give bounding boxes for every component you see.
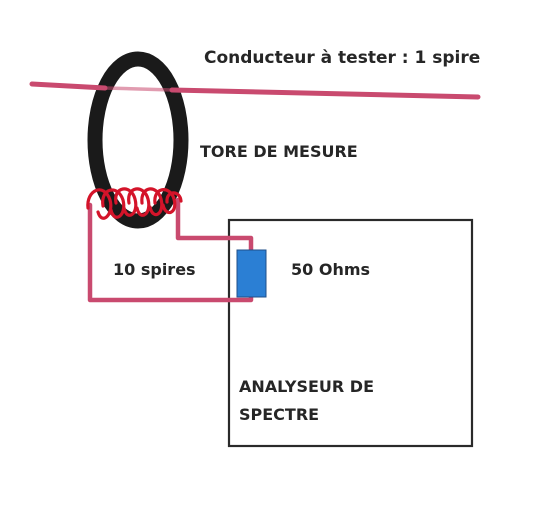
conductor-under-test-left (29, 81, 108, 91)
spectrum-analyzer-label-line2: SPECTRE (239, 405, 320, 424)
conductor-under-test-right (169, 87, 481, 100)
spectrum-analyzer-box (227, 218, 474, 448)
toroid-label: TORE DE MESURE (200, 142, 358, 161)
load-resistor (236, 249, 267, 298)
resistor-label: 50 Ohms (291, 260, 371, 279)
toroid-core (87, 51, 189, 229)
turns-label: 10 spires (113, 260, 196, 279)
conductor-under-test-inner (103, 86, 174, 92)
spectrum-analyzer-label: ANALYSEUR DE SPECTRE (239, 373, 419, 429)
toroid-winding (86, 187, 183, 220)
conductor-label: Conducteur à tester : 1 spire (204, 48, 481, 68)
spectrum-analyzer-label-line1: ANALYSEUR DE (239, 377, 374, 396)
